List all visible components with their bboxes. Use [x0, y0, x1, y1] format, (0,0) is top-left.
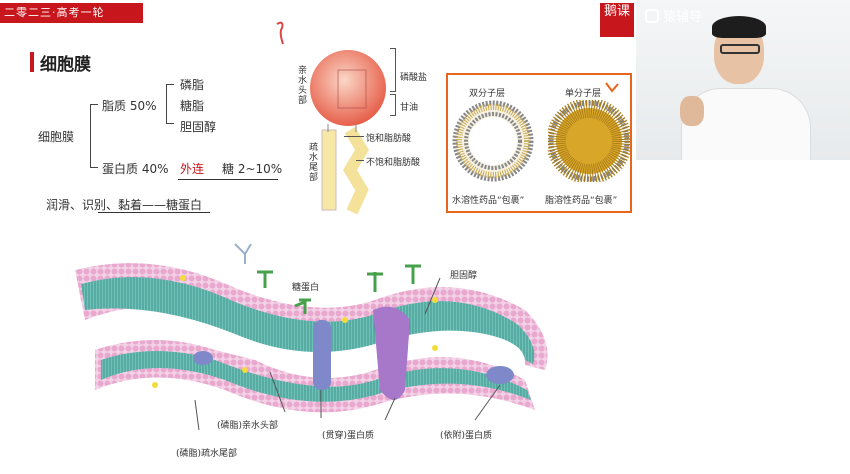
- phosphate-bracket: [390, 48, 396, 92]
- glycoprotein-chain: [405, 266, 421, 284]
- cholesterol-molecule: [432, 345, 438, 351]
- underline-rule: [98, 212, 210, 213]
- brand-logo: 鹅课: [600, 3, 634, 37]
- saturated-label: 饱和脂肪酸: [366, 131, 411, 144]
- glycerol-label: 甘油: [400, 100, 418, 113]
- teacher-hair: [712, 16, 766, 38]
- monolayer-micelle: [548, 100, 630, 182]
- title-accent-bar: [30, 52, 34, 72]
- phospholipid-head-label: (磷脂)亲水头部: [217, 418, 278, 431]
- cholesterol-molecule: [342, 317, 348, 323]
- underline-rule: [178, 179, 278, 180]
- saturated-tail: [322, 130, 336, 210]
- cholesterol-molecule: [180, 275, 186, 281]
- peripheral-protein-label: (依附)蛋白质: [440, 428, 492, 441]
- peripheral-protein: [486, 366, 514, 384]
- bilayer-caption: 水溶性药品“包裹”: [452, 193, 524, 206]
- outline-bracket-main: [90, 104, 98, 168]
- outline-root: 细胞膜: [38, 128, 74, 145]
- glycoprotein-chain: [257, 272, 273, 288]
- cholesterol-label: 胆固醇: [450, 268, 477, 281]
- leader-line: [356, 160, 364, 161]
- transmembrane-protein-small: [313, 320, 331, 390]
- transmembrane-protein-label: (贯穿)蛋白质: [322, 428, 374, 441]
- outline-lipid: 脂质 50%: [102, 97, 157, 114]
- slide-title: 细胞膜: [40, 50, 91, 75]
- phosphate-label: 磷酸盐: [400, 70, 427, 83]
- watermark-logo-icon: [645, 9, 659, 23]
- outline-function: 润滑、识别、黏着——糖蛋白: [46, 196, 202, 213]
- watermark-text: 猿辅导: [663, 6, 702, 25]
- glycoprotein-chain: [367, 272, 383, 292]
- leader-line: [344, 136, 364, 137]
- bilayer-title: 双分子层: [469, 86, 505, 99]
- monolayer-caption: 脂溶性药品“包裹”: [545, 193, 617, 206]
- course-banner: 二零二三·高考一轮: [0, 3, 143, 23]
- unsaturated-label: 不饱和脂肪酸: [366, 155, 420, 168]
- pen-mark-icon: [274, 20, 288, 46]
- outline-bracket-lipid: [166, 84, 174, 124]
- phospholipid-head: [310, 50, 386, 126]
- cholesterol-molecule: [152, 382, 158, 388]
- glycoprotein-label: 糖蛋白: [292, 280, 319, 293]
- outline-outer: 外连: [180, 160, 204, 177]
- cholesterol-molecule: [432, 297, 438, 303]
- pen-arrow-icon: [604, 80, 620, 96]
- glasses-icon: [720, 44, 760, 54]
- monolayer-title: 单分子层: [565, 86, 601, 99]
- leader-line: [195, 400, 200, 430]
- outline-sugar: 糖 2~10%: [222, 160, 282, 177]
- watermark: 猿辅导: [645, 6, 702, 25]
- outline-protein: 蛋白质 40%: [102, 160, 169, 177]
- teacher-hand: [680, 96, 704, 126]
- bilayer-liposome: [452, 100, 534, 182]
- outline-lipid-item: 胆固醇: [180, 118, 216, 135]
- phospholipid-tail-label: (磷脂)疏水尾部: [176, 446, 237, 459]
- outline-lipid-item: 磷脂: [180, 76, 204, 93]
- cholesterol-molecule: [242, 367, 248, 373]
- unsaturated-tail: [350, 130, 362, 212]
- peripheral-protein: [193, 351, 213, 365]
- outline-lipid-item: 糖脂: [180, 97, 204, 114]
- fluid-mosaic-membrane: [55, 240, 575, 430]
- glycolipid-chain: [235, 244, 251, 264]
- glycerol-bracket: [390, 94, 396, 116]
